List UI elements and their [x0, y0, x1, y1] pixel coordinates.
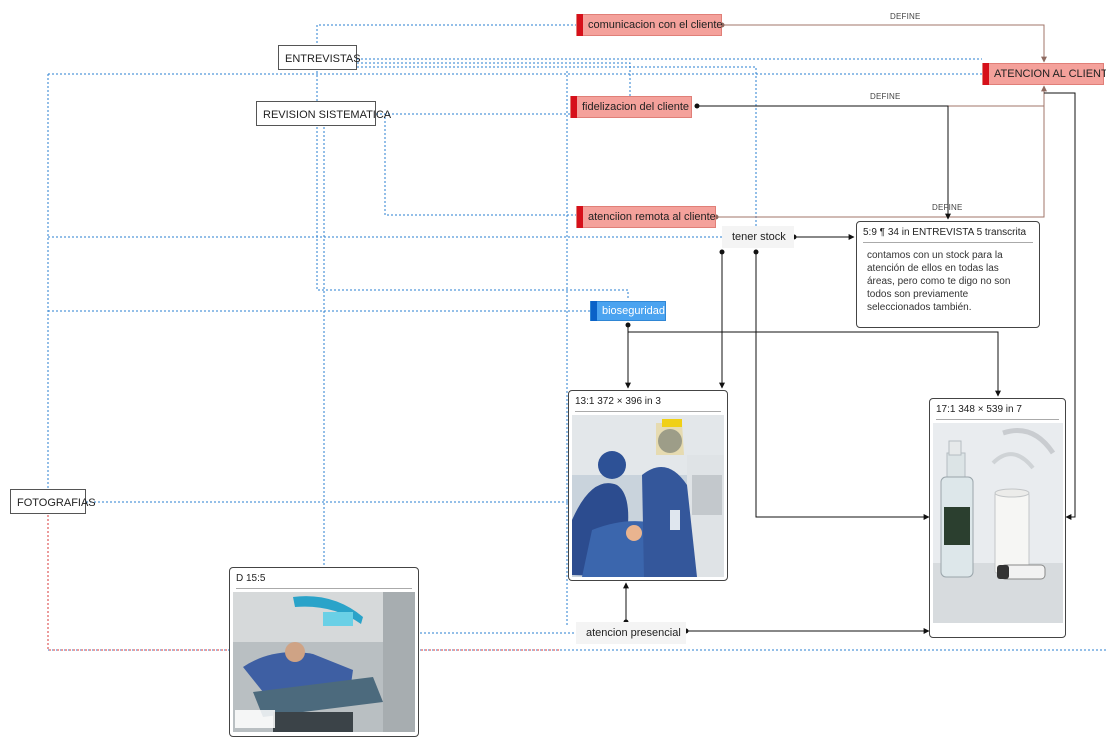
node-label: bioseguridad: [602, 305, 665, 317]
node-label: REVISION SISTEMATICA: [263, 109, 392, 121]
node-atencion-al-cliente[interactable]: ATENCION AL CLIENTE: [982, 63, 1106, 85]
node-fotografias[interactable]: FOTOGRAFIAS: [10, 489, 96, 514]
node-comunicacion-cliente[interactable]: comunicacion con el cliente: [576, 14, 723, 36]
code-color-bar: [591, 301, 597, 321]
node-entrevistas[interactable]: ENTREVISTAS: [278, 45, 361, 70]
relation-label-define: DEFINE: [870, 92, 901, 101]
node-label: ENTREVISTAS: [285, 53, 361, 65]
node-label: ATENCION AL CLIENTE: [994, 68, 1106, 80]
link-entrevistas-fidelizacion: [357, 62, 631, 96]
node-label: fidelizacion del cliente: [582, 101, 690, 113]
node-revision-sistematica[interactable]: REVISION SISTEMATICA: [256, 101, 391, 126]
link-comunicacion-ac: [722, 24, 1047, 63]
node-label: atenciion remota al cliente: [588, 211, 716, 223]
node-label: atencion presencial: [586, 627, 681, 639]
node-label: tener stock: [732, 231, 786, 243]
relation-label-define: DEFINE: [932, 203, 963, 212]
image-card-17[interactable]: 17:1 348 × 539 in 7: [929, 398, 1066, 638]
node-fidelizacion-cliente[interactable]: fidelizacion del cliente: [570, 96, 692, 118]
image-card-title: 17:1 348 × 539 in 7: [936, 403, 1059, 420]
code-color-bar: [571, 96, 577, 118]
document-tab: [256, 101, 376, 105]
image-card-title: 13:1 372 × 396 in 3: [575, 395, 721, 412]
image-card-d15[interactable]: D 15:5: [229, 567, 419, 737]
document-tab: [10, 489, 86, 493]
node-tener-stock[interactable]: tener stock: [722, 226, 794, 248]
link-remota-ac: [716, 106, 1045, 218]
link-revision-remota: [376, 113, 576, 216]
code-color-bar: [983, 63, 989, 85]
image-card-title: D 15:5: [236, 572, 412, 589]
quotation-title: 5:9 ¶ 34 in ENTREVISTA 5 transcrita: [863, 226, 1033, 243]
node-label: FOTOGRAFIAS: [17, 497, 96, 509]
image-card-13[interactable]: 13:1 372 × 396 in 3: [568, 390, 728, 581]
link-entrevistas-comunicacion: [316, 24, 576, 47]
quotation-text: contamos con un stock para la atención d…: [867, 250, 1011, 313]
node-atencion-presencial[interactable]: atencion presencial: [576, 622, 686, 644]
link-bio-17: [628, 331, 1001, 397]
node-bioseguridad[interactable]: bioseguridad: [590, 301, 666, 321]
code-color-bar: [577, 14, 583, 36]
dental-chair-photo: [233, 592, 415, 732]
link-fidelizacion-quote: [697, 105, 951, 220]
node-label: comunicacion con el cliente: [588, 19, 723, 31]
alcohol-bottle-photo: [933, 423, 1063, 623]
document-tab: [278, 45, 357, 49]
quotation-card[interactable]: 5:9 ¶ 34 in ENTREVISTA 5 transcrita cont…: [856, 221, 1040, 328]
node-atencion-remota[interactable]: atenciion remota al cliente: [576, 206, 716, 228]
code-color-bar: [577, 206, 583, 228]
relation-label-define: DEFINE: [890, 12, 921, 21]
dental-procedure-photo: [572, 415, 724, 577]
